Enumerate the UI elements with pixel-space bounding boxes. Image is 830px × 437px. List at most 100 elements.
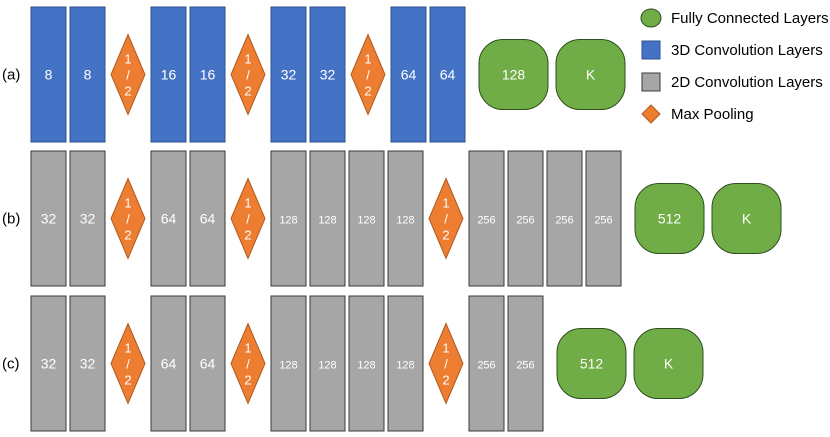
channel-count-label: 64 <box>161 356 177 372</box>
conv2d-layer: 128 <box>348 295 385 432</box>
conv2d-layer: 256 <box>546 150 583 287</box>
fc-swatch-icon <box>640 8 662 28</box>
channel-count-label: 128 <box>396 215 414 227</box>
conv2d-layer: 256 <box>468 295 505 432</box>
conv3d-swatch-icon <box>641 40 661 60</box>
pool-factor-label: 1/2 <box>124 52 131 99</box>
channel-count-label: 128 <box>279 215 297 227</box>
row-label: (b) <box>2 211 20 228</box>
conv3d-layer: 8 <box>69 6 106 143</box>
row-label: (a) <box>2 67 20 84</box>
max-pooling-layer: 1/2 <box>230 177 266 260</box>
channel-count-label: 256 <box>555 215 573 227</box>
legend-label: Fully Connected Layers <box>671 10 829 27</box>
pool-factor-label: 1/2 <box>244 52 251 99</box>
network-row-c: (c) 32 32 1/2 64 64 1/2 128 128 128 128 1/2 256 256 51… <box>2 295 704 432</box>
conv2d-layer: 32 <box>30 150 67 287</box>
channel-count-label: 128 <box>357 360 375 372</box>
channel-count-label: 32 <box>80 211 96 227</box>
fully-connected-layer: K <box>555 39 626 110</box>
channel-count-label: 256 <box>477 215 495 227</box>
conv2d-layer: 64 <box>189 295 226 432</box>
fully-connected-layer: 512 <box>634 183 705 254</box>
channel-count-label: 8 <box>84 67 92 83</box>
pool-factor-label: 1/2 <box>364 52 371 99</box>
channel-count-label: 32 <box>281 67 297 83</box>
channel-count-label: 128 <box>279 360 297 372</box>
fully-connected-layer: K <box>633 328 704 399</box>
channel-count-label: 64 <box>440 67 456 83</box>
legend-label: Max Pooling <box>671 106 754 123</box>
max-pooling-layer: 1/2 <box>230 322 266 405</box>
fc-units-label: 128 <box>502 67 526 83</box>
channel-count-label: 32 <box>80 356 96 372</box>
channel-count-label: 128 <box>357 215 375 227</box>
max-pooling-layer: 1/2 <box>350 33 386 116</box>
conv3d-layer: 64 <box>429 6 466 143</box>
pool-factor-label: 1/2 <box>244 341 251 388</box>
conv2d-layer: 64 <box>189 150 226 287</box>
fc-units-label: 512 <box>658 211 682 227</box>
network-row-a: (a) 8 8 1/2 16 16 1/2 32 32 1/2 64 64 128 K <box>2 6 626 143</box>
max-pooling-layer: 1/2 <box>110 177 146 260</box>
conv3d-layer: 64 <box>390 6 427 143</box>
channel-count-label: 32 <box>41 211 57 227</box>
conv2d-layer: 64 <box>150 295 187 432</box>
conv2d-layer: 128 <box>270 295 307 432</box>
legend-label: 3D Convolution Layers <box>671 42 823 59</box>
conv2d-swatch-icon <box>641 72 661 92</box>
fc-units-label: K <box>664 356 674 372</box>
legend: Fully Connected Layers 3D Convolution Lay… <box>640 8 829 124</box>
max-pooling-layer: 1/2 <box>110 322 146 405</box>
conv2d-layer: 64 <box>150 150 187 287</box>
legend-label: 2D Convolution Layers <box>671 74 823 91</box>
channel-count-label: 16 <box>161 67 177 83</box>
fc-units-label: 512 <box>580 356 604 372</box>
conv3d-layer: 32 <box>270 6 307 143</box>
conv3d-layer: 8 <box>30 6 67 143</box>
conv2d-layer: 256 <box>585 150 622 287</box>
conv3d-layer: 16 <box>189 6 226 143</box>
fc-units-label: K <box>742 211 752 227</box>
channel-count-label: 16 <box>200 67 216 83</box>
channel-count-label: 128 <box>318 215 336 227</box>
channel-count-label: 64 <box>200 211 216 227</box>
pool-factor-label: 1/2 <box>244 196 251 243</box>
conv2d-layer: 32 <box>69 150 106 287</box>
conv2d-layer: 128 <box>348 150 385 287</box>
pool-factor-label: 1/2 <box>442 196 449 243</box>
max-pooling-layer: 1/2 <box>428 322 464 405</box>
legend-item-conv2d: 2D Convolution Layers <box>641 72 823 92</box>
channel-count-label: 128 <box>318 360 336 372</box>
conv2d-layer: 32 <box>30 295 67 432</box>
channel-count-label: 256 <box>594 215 612 227</box>
conv2d-layer: 128 <box>309 150 346 287</box>
conv3d-layer: 32 <box>309 6 346 143</box>
channel-count-label: 128 <box>396 360 414 372</box>
channel-count-label: 64 <box>161 211 177 227</box>
max-pooling-layer: 1/2 <box>428 177 464 260</box>
pool-factor-label: 1/2 <box>124 196 131 243</box>
network-row-b: (b) 32 32 1/2 64 64 1/2 128 128 128 128 1/2 256 256 25… <box>2 150 782 287</box>
pool-factor-label: 1/2 <box>442 341 449 388</box>
conv2d-layer: 128 <box>387 150 424 287</box>
fc-units-label: K <box>586 67 596 83</box>
legend-item-conv3d: 3D Convolution Layers <box>641 40 823 60</box>
row-label: (c) <box>2 356 20 373</box>
conv3d-layer: 16 <box>150 6 187 143</box>
pool-factor-label: 1/2 <box>124 341 131 388</box>
legend-item-pool: Max Pooling <box>641 104 754 124</box>
legend-item-fc: Fully Connected Layers <box>640 8 829 28</box>
channel-count-label: 8 <box>45 67 53 83</box>
fully-connected-layer: 512 <box>556 328 627 399</box>
fully-connected-layer: 128 <box>478 39 549 110</box>
channel-count-label: 256 <box>477 360 495 372</box>
pool-swatch-icon <box>641 104 661 124</box>
conv2d-layer: 128 <box>309 295 346 432</box>
channel-count-label: 32 <box>320 67 336 83</box>
conv2d-layer: 256 <box>507 295 544 432</box>
max-pooling-layer: 1/2 <box>230 33 266 116</box>
conv2d-layer: 32 <box>69 295 106 432</box>
channel-count-label: 64 <box>200 356 216 372</box>
